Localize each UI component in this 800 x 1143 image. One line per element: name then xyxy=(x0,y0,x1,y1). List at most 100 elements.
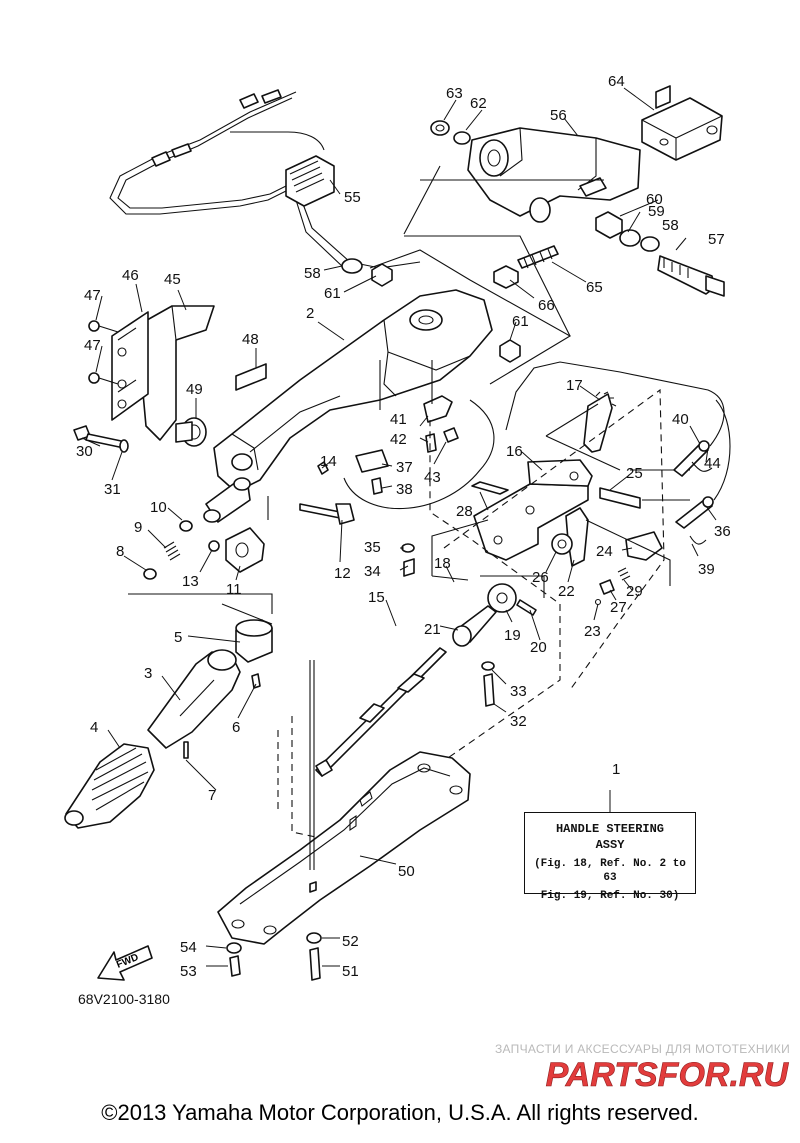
callout-29: 29 xyxy=(626,583,643,600)
callout-47a: 47 xyxy=(84,287,101,304)
collar-60 xyxy=(595,211,623,239)
plate-27 xyxy=(599,579,615,595)
callout-19: 19 xyxy=(504,627,521,644)
callout-10: 10 xyxy=(150,499,167,516)
plate-46 xyxy=(111,311,149,421)
callout-43: 43 xyxy=(424,469,441,486)
collar-49 xyxy=(175,417,207,447)
fwd-arrow-icon: FWD xyxy=(97,945,153,981)
callout-56: 56 xyxy=(550,107,567,124)
callout-34: 34 xyxy=(364,563,381,580)
shaft-10 xyxy=(179,477,251,532)
callout-63: 63 xyxy=(446,85,463,102)
callout-27: 27 xyxy=(610,599,627,616)
callout-41: 41 xyxy=(390,411,407,428)
pin-25 xyxy=(599,487,641,509)
screw-42 xyxy=(425,433,437,453)
callout-50: 50 xyxy=(398,863,415,880)
callout-36: 36 xyxy=(714,523,731,540)
callout-9: 9 xyxy=(134,519,142,536)
clip-41 xyxy=(423,395,453,423)
callout-2: 2 xyxy=(306,305,314,322)
screw-53 xyxy=(229,955,241,977)
clip-44 xyxy=(691,461,713,472)
callout-64: 64 xyxy=(608,73,625,90)
callout-37: 37 xyxy=(396,459,413,476)
callout-31: 31 xyxy=(104,481,121,498)
callout-53: 53 xyxy=(180,963,197,980)
steering-handle-2 xyxy=(213,289,493,493)
gear-lever-17 xyxy=(583,391,617,453)
watermark-subtitle: ЗАПЧАСТИ И АКСЕССУАРЫ ДЛЯ МОТОТЕХНИКИ xyxy=(494,1042,790,1056)
callout-30: 30 xyxy=(76,443,93,460)
screw-7 xyxy=(183,741,189,759)
callout-20: 20 xyxy=(530,639,547,656)
callout-5: 5 xyxy=(174,629,182,646)
washer-54 xyxy=(226,942,242,954)
callout-66: 66 xyxy=(538,297,555,314)
callout-59: 59 xyxy=(648,203,665,220)
callout-6: 6 xyxy=(232,719,240,736)
callout-3: 3 xyxy=(144,665,152,682)
callout-13: 13 xyxy=(182,573,199,590)
callout-62: 62 xyxy=(470,95,487,112)
callout-65: 65 xyxy=(586,279,603,296)
diagram-code: 68V2100-3180 xyxy=(78,991,170,1007)
grip-4 xyxy=(64,743,155,829)
spring-29 xyxy=(617,567,631,581)
washer-59 xyxy=(619,229,641,247)
clip-39 xyxy=(689,535,707,545)
washer-58-left xyxy=(341,258,363,274)
block-64 xyxy=(641,85,723,161)
callout-24: 24 xyxy=(596,543,613,560)
screw-13 xyxy=(208,540,220,552)
nut-66 xyxy=(493,265,519,289)
washer-33 xyxy=(481,661,495,671)
cam-24 xyxy=(625,531,663,561)
pin-20 xyxy=(516,599,537,616)
lever-45 xyxy=(139,305,215,441)
spring-9 xyxy=(163,541,181,561)
callout-54: 54 xyxy=(180,939,197,956)
cable-assembly xyxy=(109,89,421,269)
assembly-title: HANDLE STEERING xyxy=(555,822,665,836)
callout-26: 26 xyxy=(532,569,549,586)
bracket-16 xyxy=(473,459,593,561)
screw-38 xyxy=(371,477,383,495)
callout-14: 14 xyxy=(320,453,337,470)
callout-38: 38 xyxy=(396,481,413,498)
link-21 xyxy=(452,605,497,647)
washer-62 xyxy=(453,131,471,145)
assembly-ref-1: (Fig. 18, Ref. No. 2 to 63 xyxy=(534,858,686,884)
bolt-51 xyxy=(309,947,321,981)
callout-17: 17 xyxy=(566,377,583,394)
callout-33: 33 xyxy=(510,683,527,700)
callout-21: 21 xyxy=(424,621,441,638)
callout-25: 25 xyxy=(626,465,643,482)
callout-61b: 61 xyxy=(512,313,529,330)
callout-44: 44 xyxy=(704,455,721,472)
assembly-subtitle: ASSY xyxy=(595,838,625,852)
ball-8 xyxy=(143,568,157,580)
callout-32: 32 xyxy=(510,713,527,730)
callout-28: 28 xyxy=(456,503,473,520)
screw-34 xyxy=(403,558,415,577)
callout-40: 40 xyxy=(672,411,689,428)
callout-12: 12 xyxy=(334,565,351,582)
watermark-logo: PARTSFOR.RU xyxy=(546,1056,790,1094)
callout-48: 48 xyxy=(242,331,259,348)
bolt-12 xyxy=(299,503,355,525)
screw-32 xyxy=(483,673,495,707)
callout-55: 55 xyxy=(344,189,361,206)
bolt-30 xyxy=(73,425,127,449)
callout-7: 7 xyxy=(208,787,216,804)
washer-52 xyxy=(306,932,322,944)
cable-end-36 xyxy=(675,496,714,529)
nut-63 xyxy=(430,120,450,136)
watermark: ЗАПЧАСТИ И АКСЕССУАРЫ ДЛЯ МОТОТЕХНИКИ xyxy=(470,1042,790,1056)
callout-numbers: 1 2 3 4 5 6 7 8 9 10 11 12 13 14 15 16 1… xyxy=(76,73,731,980)
callout-18: 18 xyxy=(434,555,451,572)
washer-58-top xyxy=(640,236,660,252)
